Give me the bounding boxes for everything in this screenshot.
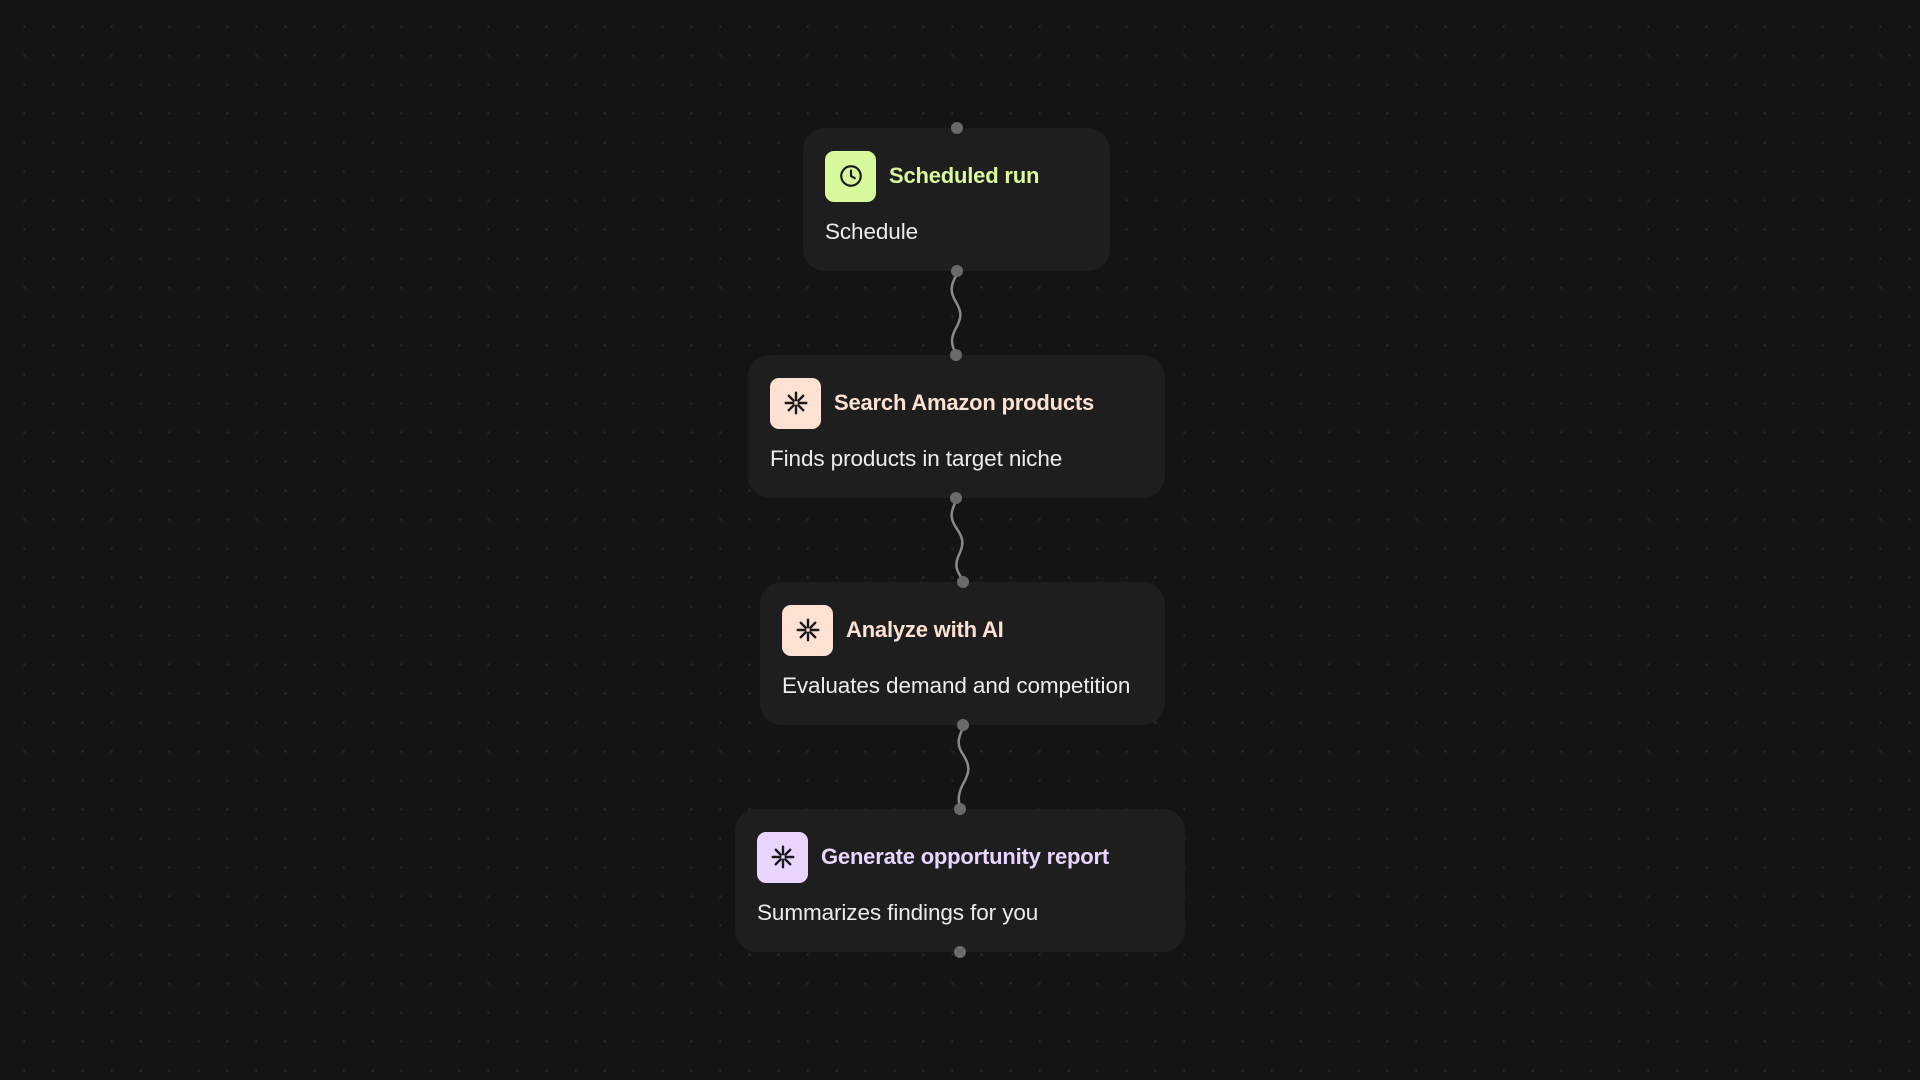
node-description: Finds products in target niche (770, 446, 1063, 471)
node-description: Evaluates demand and competition (782, 673, 1131, 698)
node-description: Schedule (825, 219, 919, 244)
node-header: Search Amazon products (770, 377, 1143, 429)
input-handle[interactable] (957, 576, 969, 588)
node-title: Scheduled run (889, 163, 1040, 188)
output-handle[interactable] (950, 492, 962, 504)
node-generate-opportunity-report[interactable]: Generate opportunity report Summarizes f… (735, 809, 1185, 952)
asterisk-icon (757, 831, 808, 883)
node-scheduled-run[interactable]: Scheduled run Schedule (803, 128, 1110, 271)
connector-2-3 (950, 499, 965, 582)
node-header: Scheduled run (825, 150, 1088, 202)
node-header: Analyze with AI (782, 604, 1143, 656)
asterisk-icon (770, 377, 821, 429)
input-handle[interactable] (951, 122, 963, 134)
node-title: Generate opportunity report (821, 844, 1109, 869)
connector-3-4 (957, 726, 970, 809)
output-handle[interactable] (951, 265, 963, 277)
node-analyze-with-ai[interactable]: Analyze with AI Evaluates demand and com… (760, 582, 1165, 725)
output-handle[interactable] (957, 719, 969, 731)
node-description: Summarizes findings for you (757, 900, 1039, 925)
clock-icon (825, 150, 876, 202)
connector-1-2 (950, 272, 962, 356)
node-search-amazon-products[interactable]: Search Amazon products Finds products in… (748, 355, 1165, 498)
input-handle[interactable] (950, 349, 962, 361)
node-title: Analyze with AI (846, 617, 1004, 642)
output-handle[interactable] (954, 946, 966, 958)
input-handle[interactable] (954, 803, 966, 815)
node-title: Search Amazon products (834, 390, 1095, 415)
node-header: Generate opportunity report (757, 831, 1163, 883)
asterisk-icon (782, 604, 833, 656)
